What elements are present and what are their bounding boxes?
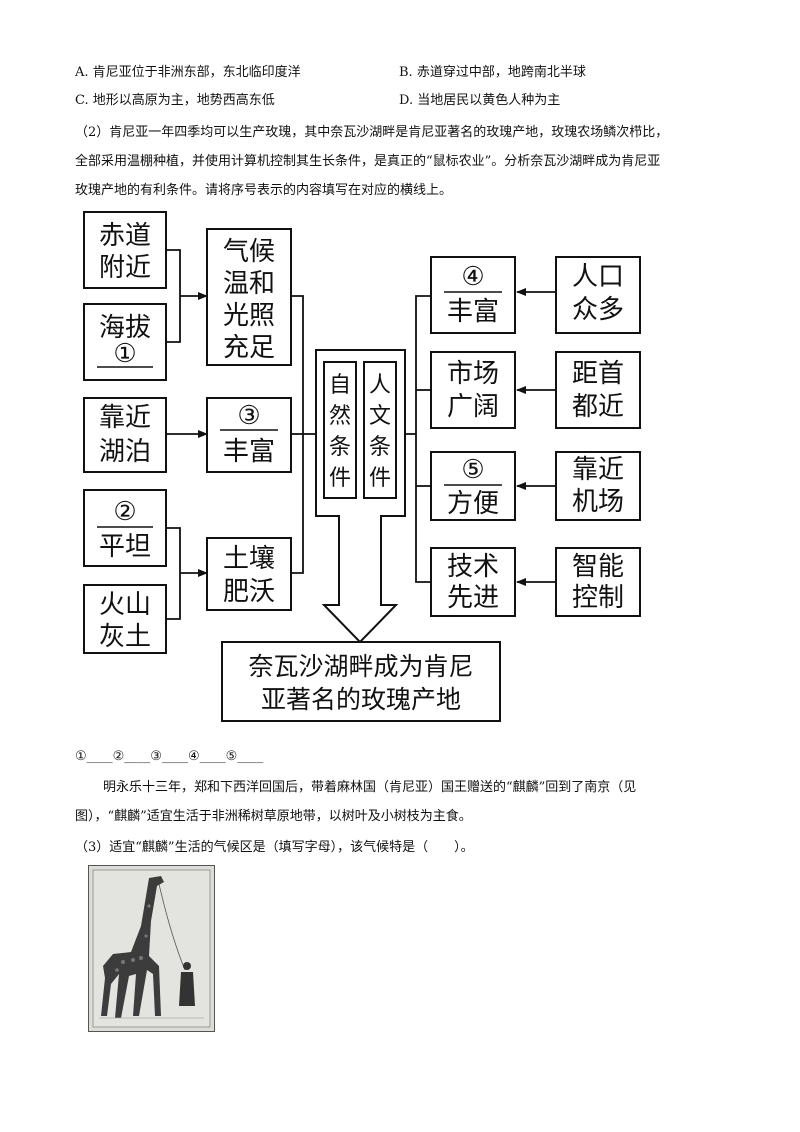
- q2-line-3: 玫瑰产地的有利条件。请将序号表示的内容填写在对应的横线上。: [75, 183, 453, 198]
- population-line-1: 人口: [572, 262, 624, 291]
- smart-line-2: 控制: [572, 583, 624, 612]
- natural-char-4: 件: [329, 465, 351, 490]
- capital-line-1: 距首: [572, 359, 624, 388]
- story-line-1: 明永乐十三年，郑和下西洋回国后，带着麻林国（肯尼亚）国王赠送的“麒麟”回到了南京…: [103, 780, 637, 795]
- transport-line-2: 方便: [447, 489, 499, 518]
- water-blank-3: ③: [237, 401, 260, 430]
- human-char-3: 条: [369, 434, 391, 459]
- q2-line-2: 全部采用温棚种植，并使用计算机控制其生长条件，是真正的“鼠标农业”。分析奈瓦沙湖…: [75, 154, 661, 169]
- story-line-2: 图），“麒麟”适宜生活于非洲稀树草原地带，以树叶及小树枝为主食。: [75, 809, 472, 824]
- transport-blank-5: ⑤: [461, 455, 484, 484]
- terrain-blank-2: ②: [113, 497, 136, 526]
- lake-line-2: 湖泊: [99, 437, 151, 466]
- smart-line-1: 智能: [572, 552, 624, 581]
- option-c: C. 地形以高原为主，地势西高东低: [75, 93, 275, 108]
- result-line-1: 奈瓦沙湖畔成为肯尼: [248, 653, 473, 681]
- natural-char-3: 条: [329, 434, 351, 459]
- option-b: B. 赤道穿过中部，地跨南北半球: [399, 65, 586, 80]
- climate-line-2: 温和: [223, 269, 275, 298]
- volcanic-line-2: 灰土: [99, 622, 151, 651]
- population-line-2: 众多: [572, 295, 624, 324]
- capital-line-2: 都近: [572, 392, 624, 421]
- market-line-1: 市场: [447, 359, 499, 388]
- volcanic-line-1: 火山: [99, 590, 151, 619]
- natural-char-1: 自: [329, 372, 351, 397]
- climate-line-4: 充足: [223, 333, 275, 362]
- lake-line-1: 靠近: [99, 403, 151, 432]
- climate-line-1: 气候: [223, 237, 275, 266]
- giraffe-painting: [88, 865, 215, 1032]
- terrain-line-2: 平坦: [99, 532, 151, 561]
- altitude-blank-1: ①: [113, 339, 136, 368]
- q2-line-1: （2）肯尼亚一年四季均可以生产玫瑰，其中奈瓦沙湖畔是肯尼亚著名的玫瑰产地，玫瑰农…: [75, 125, 669, 140]
- airport-line-1: 靠近: [572, 455, 624, 484]
- altitude-line-1: 海拔: [99, 313, 151, 342]
- climate-line-3: 光照: [223, 301, 275, 330]
- equator-line-2: 附近: [99, 253, 151, 282]
- labor-blank-4: ④: [461, 262, 484, 291]
- result-line-2: 亚著名的玫瑰产地: [261, 686, 461, 714]
- water-line-2: 丰富: [223, 437, 275, 466]
- natural-char-2: 然: [329, 403, 351, 428]
- airport-line-2: 机场: [572, 487, 624, 516]
- market-line-2: 广阔: [447, 392, 499, 421]
- answer-blanks: ①____②____③____④____⑤____: [75, 749, 264, 764]
- option-d: D. 当地居民以黄色人种为主: [399, 93, 561, 108]
- tech-line-1: 技术: [447, 552, 499, 581]
- soil-line-1: 土壤: [223, 544, 275, 573]
- equator-line-1: 赤道: [99, 221, 151, 250]
- tech-line-2: 先进: [447, 583, 499, 612]
- human-char-1: 人: [369, 372, 391, 397]
- human-char-2: 文: [369, 403, 391, 428]
- human-char-4: 件: [369, 465, 391, 490]
- labor-line-2: 丰富: [447, 297, 499, 326]
- option-a: A. 肯尼亚位于非洲东部，东北临印度洋: [75, 65, 301, 80]
- q3-text: （3）适宜“麒麟”生活的气候区是（填写字母），该气候特是（ ）。: [75, 840, 474, 855]
- soil-line-2: 肥沃: [223, 577, 275, 606]
